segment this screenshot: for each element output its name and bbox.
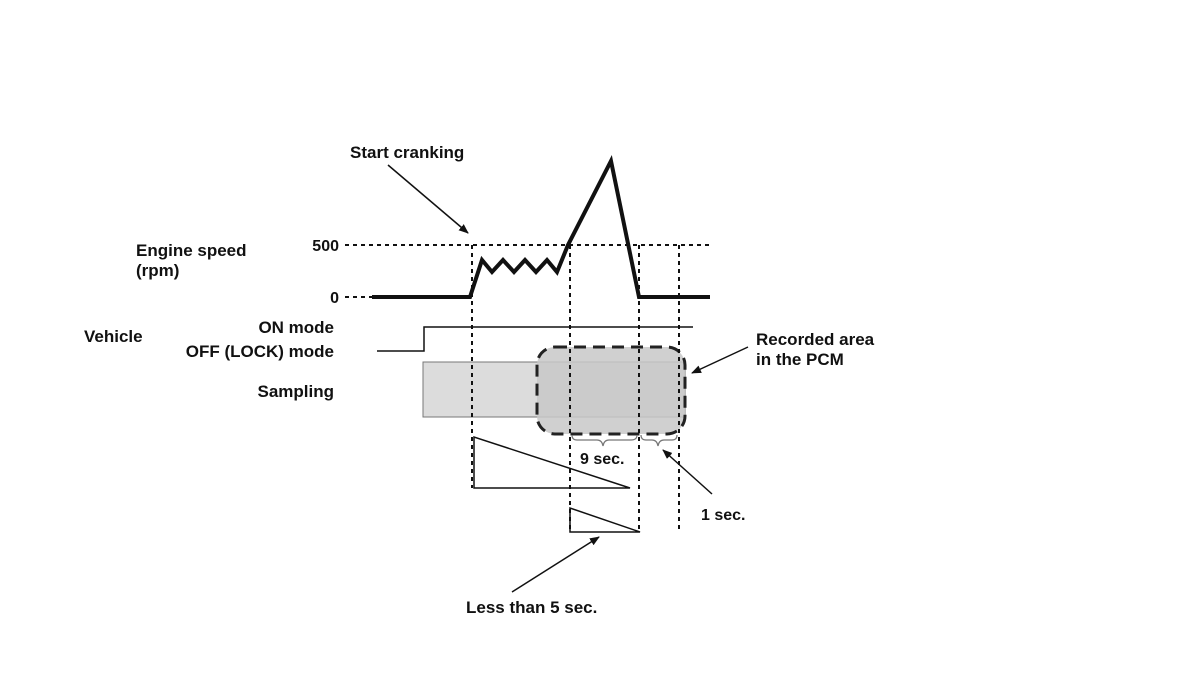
start-cranking-label: Start cranking [350,143,464,162]
engine-speed-label: Engine speed [136,241,247,260]
recorded-area-label-line2: in the PCM [756,350,844,369]
on-mode-label: ON mode [258,318,334,337]
one-sec-label: 1 sec. [701,507,745,524]
long-timer-triangle [473,435,631,489]
one-sec-brace [640,434,678,447]
sampling-label: Sampling [257,382,334,401]
engine-speed-unit-label: (rpm) [136,261,179,280]
nine-sec-brace [571,434,638,447]
recorded-area-box [535,345,687,436]
vehicle-mode-signal [377,326,693,352]
less-than-5-sec-arrow [511,536,600,593]
one-sec-arrow [662,449,713,495]
less-than-5-sec-label: Less than 5 sec. [466,598,597,617]
vehicle-label: Vehicle [84,327,143,346]
rpm-0-tick-label: 0 [330,290,339,307]
short-timer-triangle [569,506,641,533]
recorded-area-label: Recorded area [756,330,875,349]
off-lock-mode-label: OFF (LOCK) mode [186,342,334,361]
recorded-area-arrow [691,346,749,374]
engine-speed-waveform [372,155,710,299]
rpm-500-tick-label: 500 [312,238,339,255]
start-cranking-arrow [387,164,469,234]
nine-sec-label: 9 sec. [580,451,624,468]
